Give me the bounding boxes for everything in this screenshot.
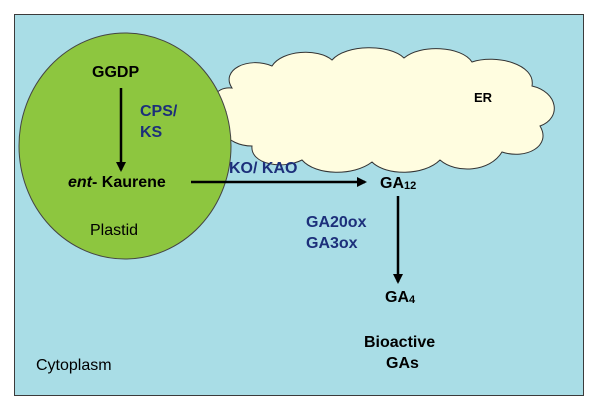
ko-kao-enzyme-label: KO/ KAO [229,160,298,177]
ga12-label: GA12 [380,175,416,193]
ga4-base: GA [385,289,409,306]
ga12-base: GA [380,175,404,192]
kaurene-suffix: - Kaurene [92,174,166,191]
er-cloud [213,47,555,173]
plastid-label: Plastid [90,222,139,239]
ga4-label: GA4 [385,289,415,307]
ggdp-label: GGDP [92,64,140,81]
ent-prefix: ent [68,174,92,191]
cps-ks-enzyme-label-line1: CPS/ [140,103,178,120]
bioactive-label-line1: Bioactive [364,334,436,351]
ga20ox-enzyme-label: GA20ox [306,214,367,231]
cytoplasm-label: Cytoplasm [36,357,112,374]
ent-kaurene-label: ent- Kaurene [68,174,166,192]
ga4-subscript: 4 [409,294,416,306]
cps-ks-enzyme-label-line2: KS [140,124,163,141]
er-label: ER [474,90,493,105]
ga12-subscript: 12 [404,180,417,192]
bioactive-label-line2: GAs [386,355,419,372]
ga3ox-enzyme-label: GA3ox [306,235,358,252]
plastid-organelle [18,32,232,260]
